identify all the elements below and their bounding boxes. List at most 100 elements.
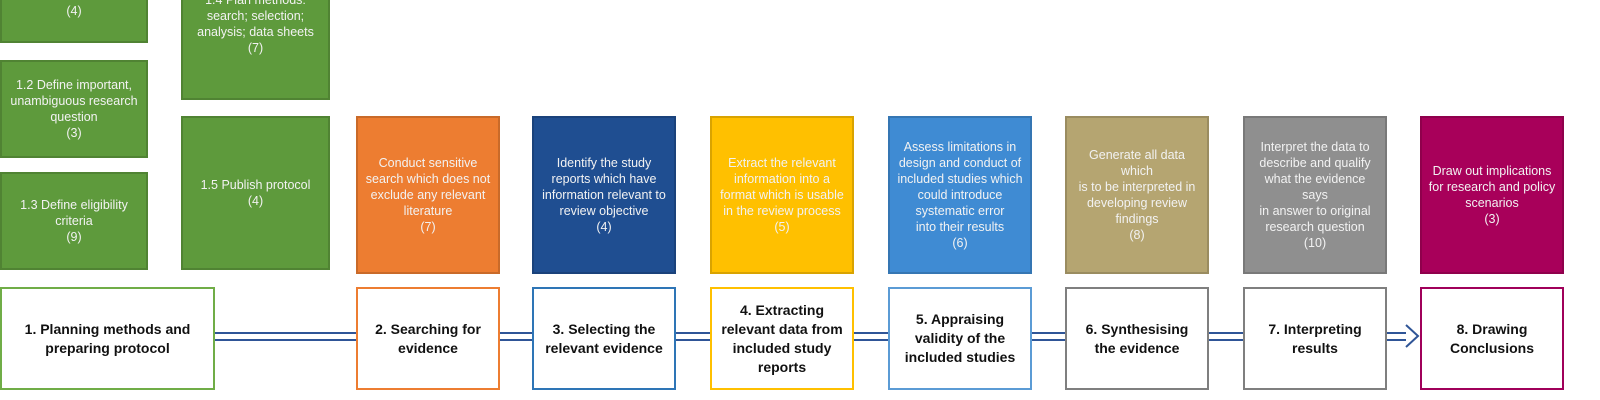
text-line: research question: [1265, 220, 1365, 234]
box-text: 1.4 Plan methods: search; selection; analy…: [197, 0, 314, 56]
text-line: Draw out implications: [1432, 164, 1552, 178]
substep-1-3: 1.3 Define eligibility criteria (9): [0, 172, 148, 270]
step-label: 4. Extracting relevant data from include…: [721, 301, 843, 375]
step-7-box: 7. Interpreting results: [1243, 287, 1387, 390]
text-line: could introduce: [917, 188, 1003, 202]
text-line: (9): [66, 230, 82, 244]
connector-line: [1032, 339, 1065, 341]
step-label: 5. Appraising validity of the included s…: [904, 311, 1016, 365]
text-line: exclude any relevant: [370, 188, 486, 202]
text-line: Assess limitations in: [903, 140, 1017, 154]
step-label: 6. Synthesising the evidence: [1085, 320, 1189, 356]
text-line: into their results: [915, 220, 1005, 234]
step-7-description: Interpret the data to describe and qualif…: [1243, 116, 1387, 274]
text-line: describe and qualify: [1259, 156, 1371, 170]
step-8-box: 8. Drawing Conclusions: [1420, 287, 1564, 390]
text-line: is to be interpreted in: [1078, 180, 1196, 194]
text-line: 1.5 Publish protocol: [200, 178, 311, 192]
text-line: (5): [774, 220, 790, 234]
text-line: (4): [596, 220, 612, 234]
connector-line: [500, 339, 532, 341]
text-line: 1.3 Define eligibility: [20, 198, 128, 212]
text-line: information into a: [734, 172, 830, 186]
text-line: literature: [403, 204, 453, 218]
step-label: 1. Planning methods and preparing protoc…: [24, 320, 191, 356]
connector-line: [1387, 339, 1406, 341]
text-line: analysis; data sheets: [197, 25, 314, 39]
text-line: (3): [1484, 212, 1500, 226]
box-text: 1.2 Define important, unambiguous researc…: [10, 77, 137, 141]
text-line: findings: [1115, 212, 1159, 226]
text-line: review objective: [559, 204, 649, 218]
text-line: Extract the relevant: [728, 156, 836, 170]
connector-line: [854, 339, 888, 341]
substep-1-5: 1.5 Publish protocol (4): [181, 116, 330, 270]
text-line: design and conduct of: [898, 156, 1022, 170]
text-line: in the review process: [723, 204, 841, 218]
box-text: Assess limitations in design and conduct …: [897, 139, 1022, 251]
arrow-right-icon: [1405, 324, 1420, 348]
text-line: (10): [1303, 236, 1327, 250]
substep-1-1: (4): [0, 0, 148, 43]
text-line: question: [50, 110, 98, 124]
text-line: information relevant to: [542, 188, 666, 202]
text-line: criteria: [55, 214, 93, 228]
substep-1-4: 1.4 Plan methods: search; selection; analy…: [181, 0, 330, 100]
text-line: (3): [66, 126, 82, 140]
text-line: unambiguous research: [10, 94, 138, 108]
text-line: (7): [420, 220, 436, 234]
box-text: Generate all data which is to be interpre…: [1073, 147, 1201, 243]
box-text: Interpret the data to describe and qualif…: [1251, 139, 1379, 251]
substep-1-2: 1.2 Define important, unambiguous researc…: [0, 60, 148, 158]
text-line: systematic error: [915, 204, 1005, 218]
text-line: (6): [952, 236, 968, 250]
connector-line: [500, 332, 532, 334]
connector-line: [215, 339, 356, 341]
text-line: (7): [247, 41, 264, 55]
step-6-box: 6. Synthesising the evidence: [1065, 287, 1209, 390]
text-line: what the evidence says: [1264, 172, 1366, 202]
text-line: reports which have: [551, 172, 657, 186]
text-line: included studies which: [897, 172, 1023, 186]
text-line: Conduct sensitive: [378, 156, 478, 170]
text-line: (4): [247, 194, 264, 208]
connector-line: [1387, 332, 1406, 334]
step-label: 8. Drawing Conclusions: [1449, 320, 1534, 356]
text-line: 1.4 Plan methods:: [205, 0, 306, 7]
connector-line: [854, 332, 888, 334]
connector-line: [215, 332, 356, 334]
step-4-box: 4. Extracting relevant data from include…: [710, 287, 854, 390]
text-line: Generate all data which: [1089, 148, 1185, 178]
box-text: 1.5 Publish protocol (4): [201, 177, 311, 209]
step-2-description: Conduct sensitive search which does not ex…: [356, 116, 500, 274]
text-line: Interpret the data to: [1260, 140, 1370, 154]
text-line: developing review: [1086, 196, 1188, 210]
text-line: (4): [66, 4, 82, 18]
box-text: (4): [66, 3, 81, 19]
connector-line: [676, 332, 710, 334]
step-2-box: 2. Searching for evidence: [356, 287, 500, 390]
text-line: search which does not: [365, 172, 491, 186]
step-5-description: Assess limitations in design and conduct …: [888, 116, 1032, 274]
text-line: 1.2 Define important,: [15, 78, 133, 92]
box-text: 1.3 Define eligibility criteria (9): [20, 197, 128, 245]
box-text: Conduct sensitive search which does not ex…: [366, 155, 490, 235]
text-line: search; selection;: [206, 9, 305, 23]
step-label: 2. Searching for evidence: [375, 320, 481, 356]
connector-line: [1032, 332, 1065, 334]
step-1-box: 1. Planning methods and preparing protoc…: [0, 287, 215, 390]
connector-line: [1209, 332, 1243, 334]
connector-line: [1209, 339, 1243, 341]
step-3-box: 3. Selecting the relevant evidence: [532, 287, 676, 390]
step-6-description: Generate all data which is to be interpre…: [1065, 116, 1209, 274]
text-line: (8): [1129, 228, 1145, 242]
step-5-box: 5. Appraising validity of the included s…: [888, 287, 1032, 390]
step-label: 3. Selecting the relevant evidence: [545, 320, 663, 356]
text-line: in answer to original: [1259, 204, 1371, 218]
